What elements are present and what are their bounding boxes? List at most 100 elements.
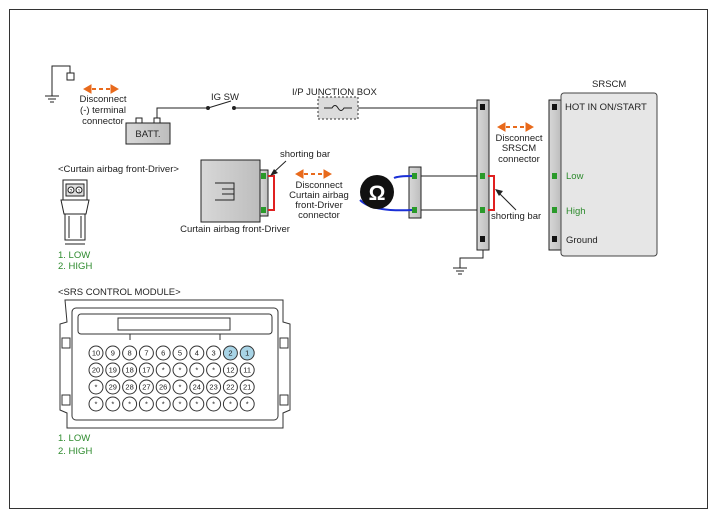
srs-pin-0-0 [88, 345, 104, 361]
srs-pin-low: 1. LOW [58, 433, 90, 444]
srscm-pin-high: High [566, 206, 586, 217]
harness-ground-symbol [453, 267, 467, 275]
curtain-pin-low: 1. LOW [58, 250, 90, 261]
srscm-pin-hot: HOT IN ON/START [565, 102, 647, 113]
svg-text:2: 2 [70, 189, 73, 195]
srs-module-connector-body [59, 299, 291, 429]
srs-pin-2-0 [88, 379, 104, 395]
srs-pin-1-9 [239, 362, 255, 378]
srs-pin-label-1-2: 18 [125, 366, 133, 375]
srs-pin-0-6 [189, 345, 205, 361]
srs-pin-label-2-4: 26 [159, 383, 167, 392]
disconnect-terminal-label-1: Disconnect [80, 94, 127, 105]
srs-pin-2-9 [239, 379, 255, 395]
diagram-frame [9, 9, 708, 509]
ohmmeter-lead-low [393, 175, 413, 179]
srscm-pin-low: Low [566, 171, 584, 182]
srs-pin-1-2 [122, 362, 138, 378]
srscm-pin-ground: Ground [566, 235, 598, 246]
srs-pin-3-1 [105, 396, 121, 412]
srs-pin-2-7 [206, 379, 222, 395]
srs-pin-0-2 [122, 345, 138, 361]
srs-pin-label-2-9: 21 [243, 383, 251, 392]
srs-pin-2-2 [122, 379, 138, 395]
disconnect-srscm-label-2: SRSCM [502, 143, 536, 154]
srs-pin-label-3-2: * [128, 400, 131, 409]
srs-pin-0-8 [222, 345, 238, 361]
srs-pin-3-4 [155, 396, 171, 412]
disconnect-curtain-label-1: Disconnect [296, 180, 343, 191]
srs-pin-label-0-4: 6 [161, 349, 165, 358]
srs-pin-2-6 [189, 379, 205, 395]
srs-pin-label-1-0: 20 [92, 366, 100, 375]
battery: BATT. [125, 117, 171, 145]
srs-pin-1-7 [206, 362, 222, 378]
svg-text:1: 1 [78, 189, 81, 195]
disconnect-terminal-label-2: (-) terminal [80, 105, 126, 116]
curtain-component-label: Curtain airbag front-Driver [180, 224, 290, 235]
srs-pin-label-0-9: 1 [245, 349, 249, 358]
disconnect-terminal-arrow-icon [82, 84, 120, 94]
disconnect-curtain-arrow-icon [294, 169, 333, 179]
curtain-airbag-component [200, 159, 269, 223]
srs-pin-1-3 [138, 362, 154, 378]
srs-pin-1-1 [105, 362, 121, 378]
srs-pin-2-8 [222, 379, 238, 395]
srs-pin-0-9 [239, 345, 255, 361]
srs-pin-label-0-2: 8 [128, 349, 132, 358]
shorting-bar-right-label: shorting bar [491, 211, 541, 222]
ip-junction-box [317, 96, 359, 120]
disconnect-terminal-label-3: connector [82, 116, 124, 127]
srs-pin-label-2-1: 29 [109, 383, 117, 392]
srs-pin-label-3-5: * [179, 400, 182, 409]
srs-pin-label-0-0: 10 [92, 349, 100, 358]
srs-pin-label-0-6: 4 [195, 349, 199, 358]
srs-pin-label-3-8: * [229, 400, 232, 409]
srs-pin-label-2-5: * [179, 383, 182, 392]
srs-pin-label-2-3: 27 [142, 383, 150, 392]
srs-pin-label-1-4: * [162, 366, 165, 375]
curtain-pin-high: 2. HIGH [58, 261, 92, 272]
srs-pin-label-2-2: 28 [125, 383, 133, 392]
curtain-connector-pinout: 2 1 [60, 179, 90, 245]
srs-pin-label-1-6: * [195, 366, 198, 375]
srs-module-title: <SRS CONTROL MODULE> [58, 287, 181, 298]
srs-pin-label-2-0: * [95, 383, 98, 392]
srs-pin-0-7 [206, 345, 222, 361]
srs-pin-3-8 [222, 396, 238, 412]
srs-pin-label-0-7: 3 [212, 349, 216, 358]
srs-pin-label-0-5: 5 [178, 349, 182, 358]
srs-pin-3-6 [189, 396, 205, 412]
ig-switch-label: IG SW [211, 92, 239, 103]
srscm-harness-connector [476, 99, 490, 251]
srs-pin-label-1-7: * [212, 366, 215, 375]
srs-pin-label-3-9: * [246, 400, 249, 409]
srs-pin-1-5 [172, 362, 188, 378]
srs-pin-label-1-1: 19 [109, 366, 117, 375]
srs-pin-2-3 [138, 379, 154, 395]
srs-pin-1-6 [189, 362, 205, 378]
ig-switch [206, 100, 236, 110]
disconnect-srscm-label-3: connector [498, 154, 540, 165]
srs-pin-label-2-7: 23 [209, 383, 217, 392]
srs-pin-label-1-3: 17 [142, 366, 150, 375]
srs-pin-label-3-0: * [95, 400, 98, 409]
srs-pin-label-3-1: * [111, 400, 114, 409]
srs-pin-high: 2. HIGH [58, 446, 92, 457]
ohmmeter: Ω [360, 175, 394, 209]
srs-pin-1-8 [222, 362, 238, 378]
srscm-module [560, 92, 658, 257]
curtain-connector-title: <Curtain airbag front-Driver> [58, 164, 179, 175]
srs-pin-0-4 [155, 345, 171, 361]
srs-pin-label-0-3: 7 [144, 349, 148, 358]
srs-pin-label-3-6: * [195, 400, 198, 409]
disconnect-curtain-label-4: connector [298, 210, 340, 221]
battery-label: BATT. [135, 129, 160, 140]
junction-box-label: I/P JUNCTION BOX [292, 87, 377, 98]
srs-pin-0-3 [138, 345, 154, 361]
srs-pin-label-1-8: 12 [226, 366, 234, 375]
srs-pin-3-0 [88, 396, 104, 412]
